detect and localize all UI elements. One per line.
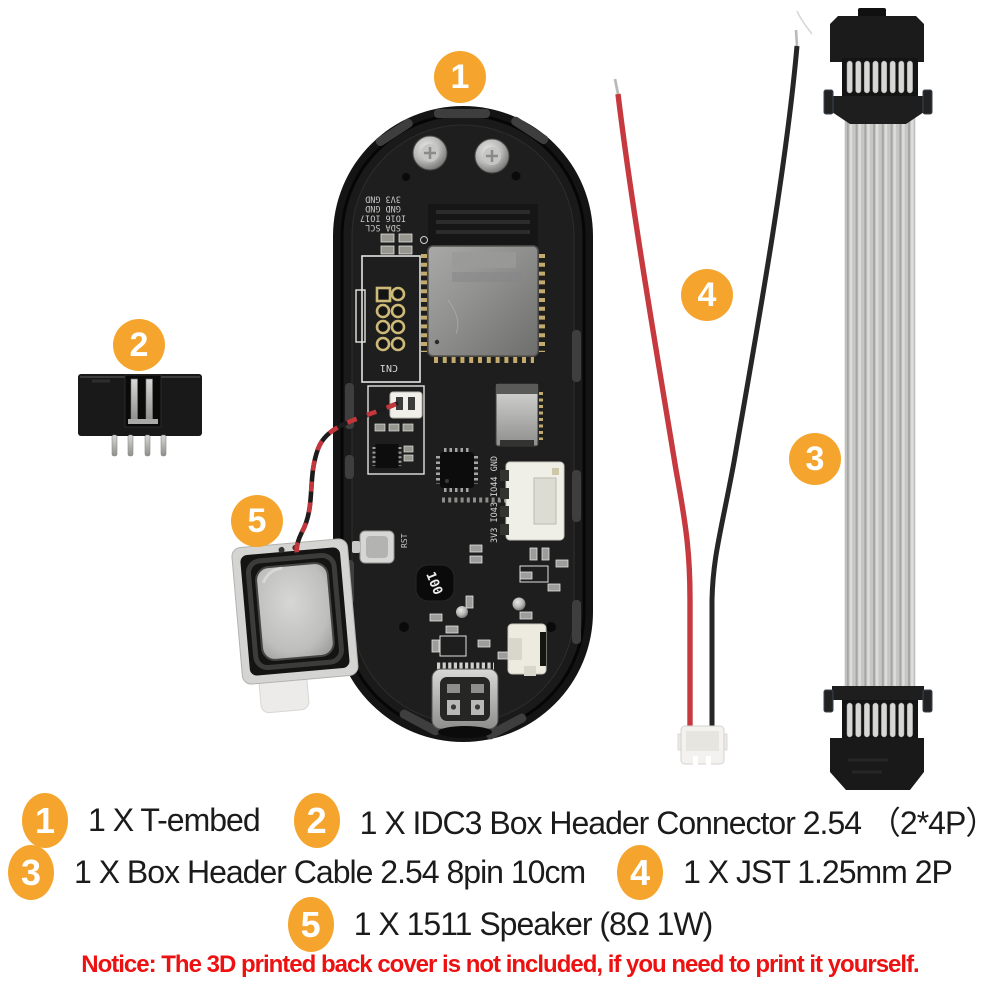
ribbon-connector-bottom <box>823 686 933 790</box>
smd-pads <box>380 233 413 255</box>
speaker-wire <box>294 401 399 556</box>
jst-red-wire <box>615 93 693 728</box>
callout-3: 3 <box>789 433 841 485</box>
passive-components <box>429 544 569 660</box>
silkscreen-pin-labels: SDA SCL IO16 IO17 GND GND 3V3 GND <box>360 194 406 233</box>
legend-badge-4: 4 <box>617 845 664 900</box>
t-embed-board: SDA SCL IO16 IO17 GND GND 3V3 GND CN1 <box>333 106 593 742</box>
reset-button: RST <box>352 530 409 564</box>
legend-text-1: 1 X T-embed <box>88 802 261 838</box>
speaker-connector-socket <box>367 385 425 475</box>
ribbon-cable <box>796 8 933 790</box>
jst-black-wire <box>709 45 800 728</box>
jst4-socket: 3V3 IO43 IO44 GND <box>490 456 565 543</box>
jst-cable <box>613 29 800 765</box>
cn1-header: CN1 <box>355 255 421 383</box>
svg-text:GND GND: GND GND <box>365 203 401 213</box>
legend-text-5: 1 X 1511 Speaker (8Ω 1W) <box>353 906 714 942</box>
notice-text: Notice: The 3D printed back cover is not… <box>81 951 919 978</box>
screw <box>412 135 510 174</box>
inductor: 100 <box>415 564 455 602</box>
legend-text-3: 1 X Box Header Cable 2.54 8pin 10cm <box>74 854 586 890</box>
callout-5: 5 <box>231 495 283 547</box>
legend-badge-2: 2 <box>293 793 340 848</box>
svg-text:IO16 IO17: IO16 IO17 <box>360 213 406 223</box>
case-rim-bumps <box>345 109 581 740</box>
callout-2: 2 <box>113 319 165 371</box>
ribbon-connector-top <box>796 8 933 124</box>
microsd-slot <box>495 383 543 447</box>
idc-box-header <box>78 374 202 457</box>
svg-text:3V3 GND: 3V3 GND <box>365 194 401 204</box>
legend-row-3: 5 1 X 1511 Speaker (8Ω 1W) <box>0 897 1000 952</box>
callout-1: 1 <box>434 51 486 103</box>
speaker <box>231 538 359 714</box>
legend-row-1: 1 1 X T-embed 2 1 X IDC3 Box Header Conn… <box>22 793 998 848</box>
usb-c-port <box>431 662 499 738</box>
legend-text-4: 1 X JST 1.25mm 2P <box>683 854 953 890</box>
rst-label: RST <box>400 533 409 548</box>
svg-text:SDA SCL: SDA SCL <box>365 222 401 232</box>
legend-badge-5: 5 <box>287 897 334 952</box>
legend-badge-3: 3 <box>8 845 54 900</box>
legend-row-2: 3 1 X Box Header Cable 2.54 8pin 10cm 4 … <box>8 845 953 900</box>
legend-text-2: 1 X IDC3 Box Header Connector 2.54 （2*4P… <box>359 804 998 841</box>
battery-connector <box>507 623 547 676</box>
idc-header-pins <box>111 434 167 457</box>
jst-plug <box>677 725 728 765</box>
cn1-label: CN1 <box>380 362 398 373</box>
callout-4: 4 <box>681 269 733 321</box>
legend-badge-1: 1 <box>22 793 68 848</box>
jst4-labels: 3V3 IO43 IO44 GND <box>490 456 500 543</box>
esp32-module <box>421 204 545 363</box>
